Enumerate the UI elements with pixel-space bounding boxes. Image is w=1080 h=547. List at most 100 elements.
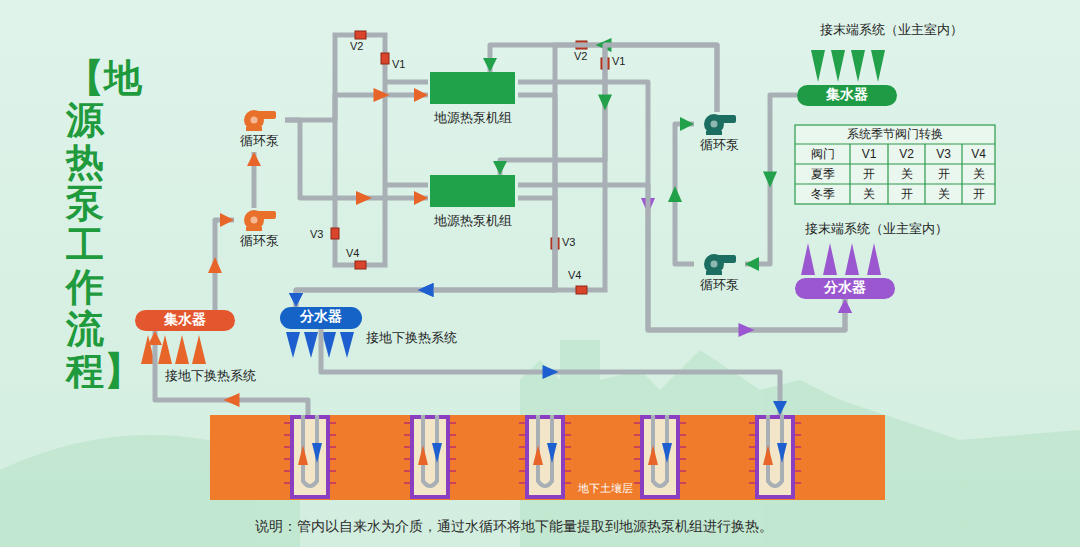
valve-table-grid bbox=[795, 143, 995, 144]
borehole bbox=[680, 446, 686, 448]
pump-icon bbox=[704, 114, 724, 134]
borehole bbox=[749, 470, 755, 472]
pipe bbox=[285, 120, 428, 198]
city-silhouette bbox=[30, 495, 42, 547]
pump-icon bbox=[244, 110, 264, 130]
flow-arrow bbox=[286, 332, 300, 358]
flow-arrow bbox=[418, 283, 434, 297]
flow-arrow bbox=[543, 365, 559, 379]
borehole bbox=[547, 443, 557, 463]
node-label: 分水器 bbox=[280, 308, 362, 325]
pump-icon bbox=[246, 227, 262, 231]
pipe bbox=[155, 331, 308, 415]
table-cell: 冬季 bbox=[795, 187, 850, 201]
pipe bbox=[745, 95, 797, 264]
borehole bbox=[533, 445, 543, 465]
city-silhouette bbox=[60, 500, 70, 547]
pipe-connector bbox=[500, 45, 717, 175]
flow-arrow bbox=[851, 50, 865, 82]
node-note: 接地下换热系统 bbox=[366, 330, 457, 346]
valve-table-grid bbox=[795, 125, 995, 204]
borehole bbox=[450, 434, 456, 436]
borehole bbox=[404, 415, 456, 497]
borehole bbox=[680, 434, 686, 436]
node-label: 循环泵 bbox=[234, 233, 285, 249]
unit-body bbox=[430, 72, 515, 104]
node-label: 分水器 bbox=[795, 279, 895, 296]
node-note: 接末端系统（业主室内） bbox=[820, 22, 963, 38]
pump-icon bbox=[711, 261, 718, 268]
flow-arrow bbox=[374, 88, 390, 102]
flow-arrow bbox=[208, 257, 222, 273]
borehole bbox=[795, 446, 801, 448]
borehole bbox=[450, 482, 456, 484]
valve-label: V1 bbox=[612, 55, 625, 68]
flow-arrow-fan bbox=[141, 50, 885, 364]
borehole bbox=[519, 482, 525, 484]
node-label: 集水器 bbox=[797, 86, 897, 103]
borehole bbox=[519, 458, 525, 460]
table-cell: 开 bbox=[925, 167, 962, 181]
borehole bbox=[404, 434, 410, 436]
flow-arrow bbox=[668, 186, 682, 202]
flow-arrow bbox=[845, 243, 859, 275]
borehole bbox=[284, 434, 290, 436]
pipe bbox=[252, 152, 257, 208]
borehole bbox=[519, 470, 525, 472]
borehole bbox=[519, 422, 525, 424]
borehole bbox=[330, 422, 336, 424]
borehole bbox=[634, 422, 640, 424]
borehole bbox=[432, 443, 442, 463]
borehole bbox=[298, 445, 308, 465]
borehole bbox=[749, 458, 755, 460]
node-label: 循环泵 bbox=[694, 137, 745, 153]
table-cell: 关 bbox=[888, 167, 925, 181]
valve-label: V3 bbox=[562, 236, 575, 249]
borehole bbox=[749, 434, 755, 436]
borehole bbox=[777, 443, 787, 463]
pump-icon bbox=[244, 210, 264, 230]
borehole bbox=[662, 443, 672, 463]
table-cell: V4 bbox=[962, 147, 995, 161]
valve-symbol bbox=[576, 286, 587, 294]
borehole bbox=[565, 482, 571, 484]
pipe-connector bbox=[745, 95, 797, 264]
flow-arrow bbox=[831, 50, 845, 82]
table-cell: 夏季 bbox=[795, 167, 850, 181]
borehole bbox=[404, 458, 410, 460]
flow-arrow bbox=[340, 332, 354, 358]
node-label: 地源热泵机组 bbox=[428, 110, 518, 126]
pipe-connector bbox=[296, 95, 555, 307]
borehole bbox=[680, 458, 686, 460]
borehole bbox=[312, 443, 322, 463]
borehole bbox=[565, 422, 571, 424]
valve-label: V4 bbox=[346, 247, 359, 260]
borehole bbox=[404, 422, 410, 424]
pump-icon bbox=[704, 254, 724, 274]
borehole bbox=[284, 470, 290, 472]
node-label: 地源热泵机组 bbox=[428, 213, 518, 229]
flow-arrow bbox=[811, 50, 825, 82]
pipe bbox=[296, 95, 555, 307]
borehole bbox=[330, 482, 336, 484]
valve-label: V2 bbox=[574, 50, 587, 63]
valve-symbol bbox=[355, 261, 366, 269]
borehole bbox=[404, 470, 410, 472]
valve-table-grid bbox=[924, 144, 925, 204]
borehole bbox=[284, 415, 336, 497]
table-title: 系统季节阀门转换 bbox=[795, 127, 995, 141]
borehole bbox=[634, 446, 640, 448]
node-label: 循环泵 bbox=[694, 277, 745, 293]
pipe-connector bbox=[518, 185, 845, 337]
circulation-pump: 循环泵 bbox=[694, 252, 745, 296]
valve-symbol bbox=[331, 228, 339, 239]
manifold-pill: 分水器接末端系统（业主室内） bbox=[795, 278, 895, 299]
borehole bbox=[749, 415, 801, 497]
borehole bbox=[565, 470, 571, 472]
borehole bbox=[795, 434, 801, 436]
flow-arrow bbox=[871, 50, 885, 82]
manifold-pill: 集水器接地下换热系统 bbox=[135, 310, 235, 331]
heat-pump-unit: 地源热泵机组 bbox=[428, 175, 518, 233]
pump-icon bbox=[246, 127, 262, 131]
